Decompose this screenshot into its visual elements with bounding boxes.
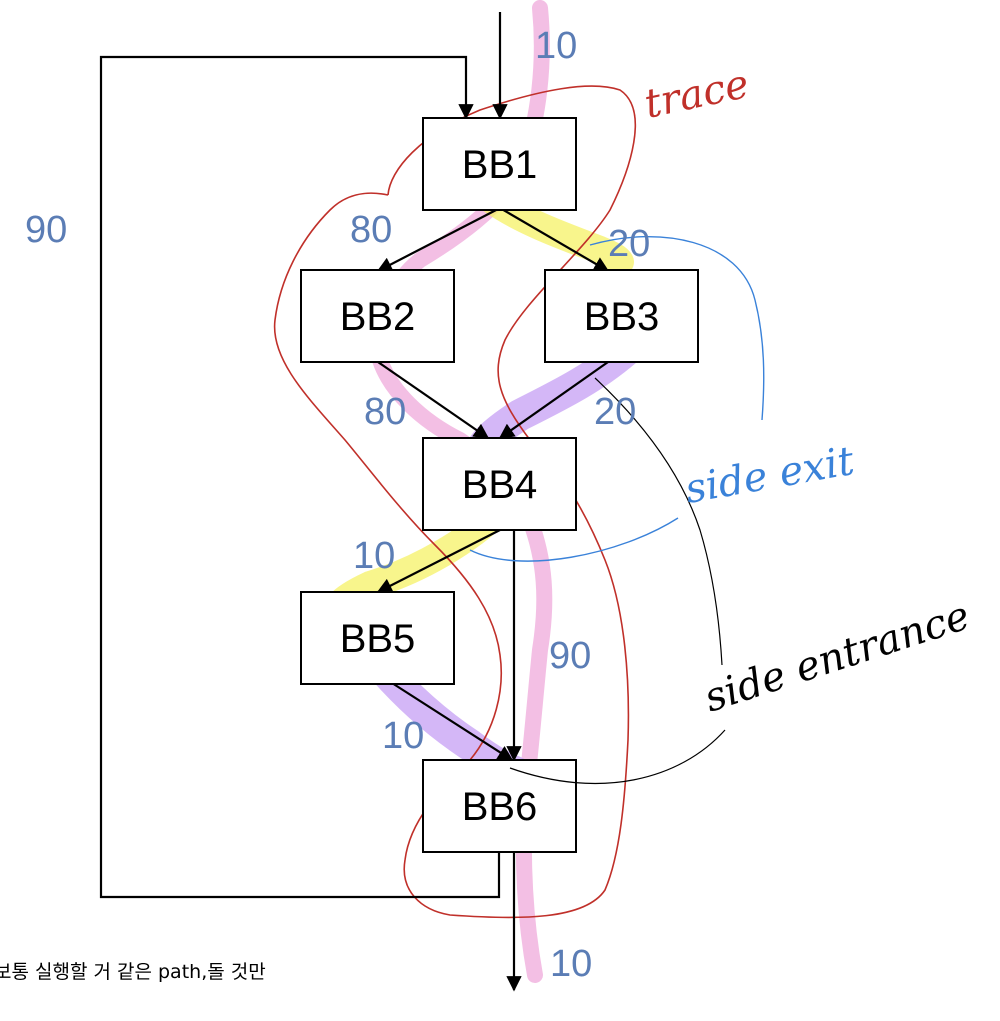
side-exit-curve	[469, 235, 765, 562]
block-bb4: BB4	[422, 437, 577, 531]
block-bb6-label: BB6	[462, 785, 538, 829]
edge-bb1-bb2	[376, 207, 501, 272]
label-bb4-bb6-count: 90	[549, 635, 591, 677]
edge-bb4-bb5	[376, 529, 501, 593]
edge-bb2-bb4	[377, 361, 490, 439]
edge-bb3-bb4	[498, 361, 609, 439]
block-bb2-label: BB2	[340, 295, 416, 339]
block-bb5: BB5	[300, 591, 455, 685]
side-entrance-annotation: side entrance	[699, 593, 975, 722]
label-loop-back-count: 90	[25, 209, 67, 251]
side-entrance-curve	[509, 377, 726, 785]
label-entry-count: 10	[535, 25, 577, 67]
block-bb3-label: BB3	[584, 295, 660, 339]
label-bb2-bb4-count: 80	[364, 391, 406, 433]
side-exit-annotation: side exit	[682, 438, 859, 513]
block-bb5-label: BB5	[340, 617, 416, 661]
trace-outline	[273, 85, 637, 919]
block-bb1: BB1	[422, 117, 577, 211]
edge-bb5-bb6	[391, 682, 514, 761]
trace-annotation: trace	[641, 61, 753, 128]
block-bb4-label: BB4	[462, 463, 538, 507]
loop-back-edge	[99, 55, 501, 899]
block-bb2: BB2	[300, 269, 455, 363]
block-bb3: BB3	[544, 269, 699, 363]
edge-bb1-bb3	[499, 207, 610, 272]
label-bb1-bb2-count: 80	[350, 209, 392, 251]
path-note: 보통 실행할 거 같은 path,돌 것만	[0, 961, 266, 983]
block-bb1-label: BB1	[462, 143, 538, 187]
label-bb3-bb4-count: 20	[594, 391, 636, 433]
label-bb4-bb5-count: 10	[353, 535, 395, 577]
block-bb6: BB6	[422, 759, 577, 853]
label-bb1-bb3-count: 20	[608, 223, 650, 265]
label-bb5-bb6-count: 10	[382, 715, 424, 757]
label-exit-count: 10	[550, 943, 592, 985]
yellow-highlight-bb1-bb3	[478, 186, 634, 276]
